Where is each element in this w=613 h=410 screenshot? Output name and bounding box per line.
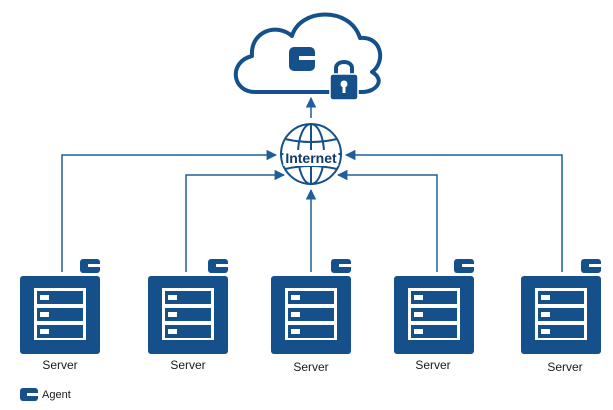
server-2 (148, 259, 228, 354)
server-3 (271, 259, 351, 354)
server-label-5: Server (547, 360, 583, 374)
server-label-1: Server (42, 358, 78, 372)
legend-agent-icon (20, 388, 38, 401)
server-rack-icon (148, 276, 228, 354)
connector-server-5 (344, 149, 563, 272)
server-rack-icon (20, 276, 100, 354)
agent-icon (581, 259, 601, 273)
cloud-icon (233, 12, 382, 101)
agent-icon (454, 259, 474, 273)
server-5 (521, 259, 601, 354)
connector-server-1 (61, 149, 278, 272)
server-rack-icon (521, 276, 601, 354)
server-rack-icon (271, 276, 351, 354)
connector-server-2 (185, 169, 286, 272)
legend-agent-label: Agent (42, 389, 71, 401)
agent-icon (80, 259, 100, 273)
agent-icon (208, 259, 228, 273)
server-label-2: Server (170, 358, 206, 372)
server-4 (394, 259, 474, 354)
agent-icon (289, 47, 315, 71)
padlock-icon (329, 60, 359, 101)
server-1 (20, 259, 100, 354)
agent-icon (331, 259, 351, 273)
server-label-4: Server (415, 358, 451, 372)
server-rack-icon (394, 276, 474, 354)
internet-label: Internet (283, 150, 339, 166)
server-label-3: Server (293, 360, 329, 374)
connector-server-4 (336, 169, 438, 272)
